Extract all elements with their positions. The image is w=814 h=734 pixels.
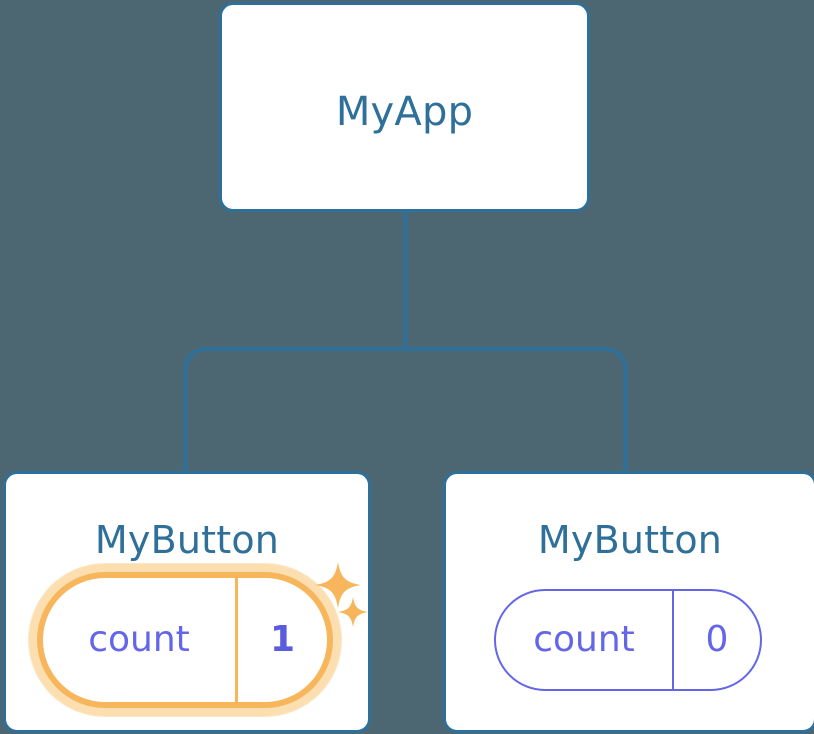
node-title-mybutton-right: MyButton bbox=[537, 518, 723, 562]
node-card-myapp[interactable]: MyApp bbox=[219, 2, 590, 212]
state-pill-key-right: count bbox=[533, 619, 635, 660]
connector-branch-left bbox=[183, 347, 406, 471]
state-pill-value-left: 1 bbox=[235, 578, 327, 702]
connector-branch-right bbox=[405, 346, 628, 471]
state-pill-count-idle[interactable]: count 0 bbox=[494, 589, 762, 691]
node-title-myapp: MyApp bbox=[335, 89, 474, 135]
state-pill-count-updated[interactable]: count 1 bbox=[37, 572, 333, 708]
node-title-mybutton-left: MyButton bbox=[94, 518, 280, 562]
state-pill-key-left: count bbox=[88, 619, 190, 660]
state-pill-value-right: 0 bbox=[672, 591, 760, 689]
